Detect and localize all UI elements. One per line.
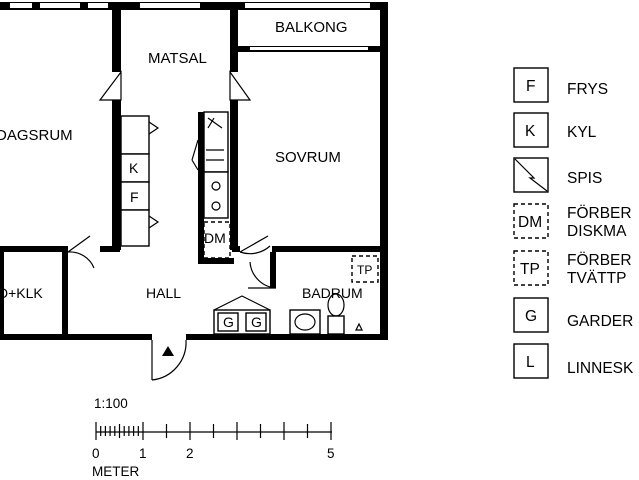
legend-label-f: FRYS <box>567 81 608 98</box>
stove-fixture <box>203 171 229 219</box>
right-wall <box>380 2 388 340</box>
bottom-wall-left <box>0 334 152 340</box>
dishwasher-prep-box <box>203 221 231 259</box>
scale-ratio: 1:100 <box>94 396 128 411</box>
fixture-code-f: F <box>130 189 139 205</box>
entrance-door <box>151 339 187 381</box>
fixture-code-g2: G <box>251 314 262 330</box>
legend-box-k <box>513 112 549 148</box>
legend-code-l: L <box>526 354 535 371</box>
wall-dagsrum-matsal-lower <box>112 100 121 250</box>
scale-tick-5: 5 <box>327 446 335 461</box>
legend-code-f: F <box>526 78 535 95</box>
legend-label-l: LINNESK <box>567 360 634 377</box>
legend-label-spis: SPIS <box>567 170 602 187</box>
scale-unit: METER <box>92 464 140 479</box>
legend-label-k: KYL <box>567 124 597 141</box>
scale-tick-0: 0 <box>92 446 100 461</box>
fixture-code-tp: TP <box>357 263 372 277</box>
entrance-arrow-icon <box>162 346 174 356</box>
room-label-hall: HALL <box>146 285 181 301</box>
toilet <box>327 315 345 335</box>
wardrobe-box-1 <box>217 312 239 332</box>
door-klk <box>67 235 95 269</box>
stove-icon <box>514 158 548 192</box>
legend-box-l <box>513 343 549 379</box>
door-sovrum <box>239 235 271 255</box>
walls <box>0 2 388 340</box>
bottom-wall-right <box>186 334 388 340</box>
scale-tick-1: 1 <box>139 446 147 461</box>
room-label-balkong: BALKONG <box>275 19 348 36</box>
legend-box-f <box>513 67 549 103</box>
door-badrum <box>248 261 277 289</box>
room-label-badrum: BADRUM <box>302 285 363 301</box>
scale-bar: 1:100 0 1 2 5 METER <box>92 396 335 479</box>
legend-box-tp <box>513 250 549 286</box>
bathroom <box>213 255 379 335</box>
room-label-klk: D+KLK <box>0 285 43 301</box>
legend-code-tp: TP <box>520 261 540 278</box>
room-label-dagsrum: DAGSRUM <box>0 127 73 144</box>
legend-label-g: GARDER <box>567 313 633 330</box>
legend-label-tp-1: FÖRBER <box>567 251 632 269</box>
fixture-code-k: K <box>129 160 139 176</box>
legend-label-dm-2: DISKMA <box>567 223 627 240</box>
wall-klk-hall <box>62 252 68 336</box>
legend-box-dm <box>513 203 549 239</box>
wall-matsal-sovrum-upper <box>230 2 238 72</box>
kitchen-left <box>120 115 160 247</box>
kitchen-right <box>191 111 231 259</box>
wall-matsal-sovrum-lower <box>230 100 238 250</box>
wardrobe-box-2 <box>245 312 267 332</box>
room-label-sovrum: SOVRUM <box>275 149 341 166</box>
legend-code-dm: DM <box>518 214 542 231</box>
freezer-box <box>120 181 150 211</box>
fixture-code-dm: DM <box>204 230 226 246</box>
wall-dagsrum-matsal-upper <box>112 2 121 72</box>
room-label-matsal: MATSAL <box>148 50 207 67</box>
wall-dagsrum-klk <box>0 246 68 252</box>
wall-sovrum-badrum <box>272 246 380 252</box>
doors <box>67 70 277 381</box>
kitchen-wall <box>198 112 204 264</box>
legend-label-dm-1: FÖRBER <box>567 204 632 222</box>
legend-label-tp-2: TVÄTTP <box>567 270 626 287</box>
legend-box-g <box>513 297 549 333</box>
laundry-prep-box <box>351 255 379 283</box>
legend-code-k: K <box>525 123 536 140</box>
scale-tick-2: 2 <box>186 446 194 461</box>
legend: F FRYS K KYL SPIS DM FÖRBER DISKMA TP FÖ… <box>513 67 634 379</box>
legend-code-g: G <box>525 308 537 325</box>
fixture-code-g1: G <box>223 314 234 330</box>
